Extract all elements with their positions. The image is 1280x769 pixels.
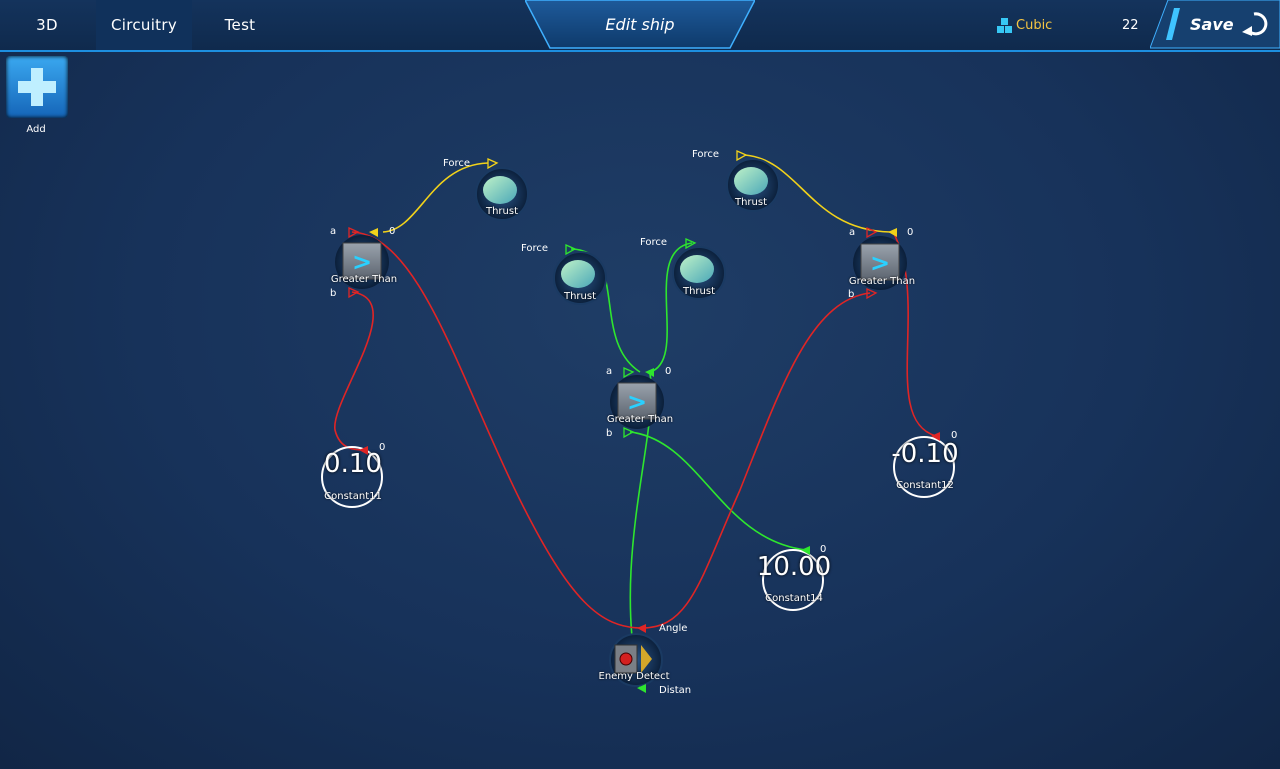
add-label: Add (26, 124, 46, 135)
title-banner (525, 0, 755, 49)
wire-red-3 (641, 292, 871, 629)
plus-icon (18, 68, 56, 106)
constant11-ring (321, 446, 383, 508)
thruster-icon (734, 167, 768, 195)
thrust3-port-force: Force (521, 243, 549, 254)
thrust4-label: Thrust (682, 286, 716, 297)
port-markers (348, 149, 940, 693)
thrust4-port-force: Force (640, 237, 668, 248)
save-label[interactable]: Save (1190, 15, 1234, 34)
wire-red-1 (351, 231, 643, 629)
thrust1-port-force: Force (443, 158, 471, 169)
thrust-node-3[interactable] (553, 251, 607, 305)
page-title: Edit ship (605, 15, 675, 34)
resource-label: Cubic (1016, 18, 1053, 33)
constant14-port-o: 0 (820, 544, 827, 555)
enemy-port-angle: Angle (659, 623, 688, 634)
thrust-node-1[interactable] (475, 167, 529, 221)
save-arrow-icon (1246, 12, 1268, 36)
gt-right-port-o: 0 (907, 227, 914, 238)
thrust-node-2[interactable] (726, 158, 780, 212)
gt-right-port-b: b (848, 289, 855, 300)
enemy-detect-label: Enemy Detect (598, 671, 670, 682)
constant11-label: Constant11 (324, 491, 382, 502)
wire-yellow-right (744, 154, 891, 233)
constant12-label: Constant12 (896, 480, 954, 491)
gt-left-port-a: a (330, 226, 337, 237)
wire-green-2 (649, 242, 693, 373)
greater-than-node-mid[interactable]: > (610, 375, 664, 429)
thrust-node-4[interactable] (672, 246, 726, 300)
radar-icon (619, 652, 633, 666)
resource-indicator: Cubic (996, 16, 1052, 36)
tab-3d[interactable]: 3D (36, 16, 58, 34)
greater-than-icon: > (352, 248, 372, 276)
gt-mid-port-b: b (606, 428, 613, 439)
gt-right-port-a: a (849, 227, 856, 238)
tab-circuitry[interactable]: Circuitry (96, 0, 192, 50)
constant14-ring (762, 549, 824, 611)
gt-left-label: Greater Than (330, 274, 398, 285)
tab-test[interactable]: Test (224, 16, 256, 34)
constant14-value[interactable]: 10.00 (756, 552, 832, 582)
thrust3-label: Thrust (563, 291, 597, 302)
constant12-value[interactable]: -0.10 (891, 439, 959, 469)
gt-left-port-o: 0 (389, 226, 396, 237)
thruster-icon (680, 255, 714, 283)
enemy-port-distance: Distan (659, 685, 692, 696)
add-button[interactable] (6, 56, 68, 118)
wire-red-2 (334, 291, 374, 451)
constant12-port-o: 0 (951, 430, 958, 441)
thrust2-label: Thrust (734, 197, 768, 208)
constant12-ring (893, 436, 955, 498)
greater-than-node-right[interactable]: > (853, 236, 907, 290)
gt-mid-label: Greater Than (606, 414, 674, 425)
greater-than-node-left[interactable]: > (335, 235, 389, 289)
thruster-icon (561, 260, 595, 288)
thrust1-label: Thrust (485, 206, 519, 217)
thruster-icon (483, 176, 517, 204)
cubes-icon (997, 18, 1012, 33)
greater-than-icon: > (870, 249, 890, 277)
constant11-port-o: 0 (379, 442, 386, 453)
wire-yellow-left (382, 162, 489, 233)
constant14-label: Constant14 (765, 593, 823, 604)
constant11-value[interactable]: 0.10 (324, 449, 382, 479)
gt-right-label: Greater Than (848, 276, 916, 287)
gt-mid-port-o: 0 (665, 366, 672, 377)
gt-left-port-b: b (330, 288, 337, 299)
greater-than-icon: > (627, 388, 647, 416)
enemy-detect-node[interactable] (609, 633, 663, 687)
save-button[interactable] (1150, 0, 1280, 50)
thrust2-port-force: Force (692, 149, 720, 160)
wire-green-3 (629, 431, 807, 551)
part-count: 22 (1122, 18, 1139, 33)
gt-mid-port-a: a (606, 366, 613, 377)
